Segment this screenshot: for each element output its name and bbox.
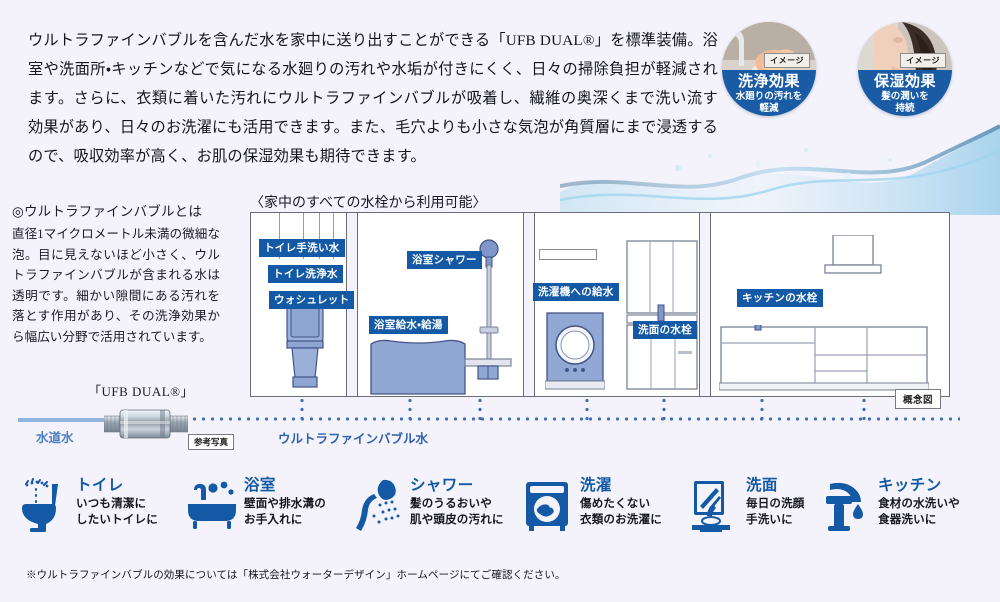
kitchen-counter-fixture [718, 315, 930, 391]
label-washer-supply: 洗濯機への給水 [533, 283, 619, 301]
showerhead-icon [352, 478, 404, 534]
use-case-title: 浴室 [244, 477, 276, 494]
use-case-line1: いつも清潔に [76, 498, 147, 510]
ufb-dual-device-photo [103, 404, 189, 444]
use-case-line2: 食器洗いに [878, 514, 937, 526]
use-case-text: 洗濯 傷めたくない 衣類のお洗濯に [580, 476, 662, 528]
ceiling-pipe [303, 213, 304, 259]
label-toilet-flush: トイレ洗浄水 [268, 265, 343, 283]
use-case-line1: 壁面や排水溝の [244, 498, 326, 510]
badge-sub-line2: 軽減 [759, 102, 779, 114]
footnote: ※ウルトラファインバブルの効果については「株式会社ウォーターデザイン」ホームペー… [26, 570, 566, 581]
badge-title: 洗浄効果 [737, 73, 800, 90]
reference-photo-tag: 参考写真 [188, 434, 235, 450]
badge-sub-line1: 水廻りの汚れを [735, 91, 803, 102]
label-toilet-handwash: トイレ手洗い水 [259, 239, 345, 257]
use-case-shower: シャワー 髪のうるおいや 肌や頭皮の汚れに [352, 474, 522, 550]
use-case-line1: 毎日の洗顔 [746, 498, 805, 510]
washbasin-icon [688, 478, 740, 534]
label-vanity-faucet: 洗面の水栓 [633, 321, 697, 339]
use-case-row: トイレ いつも清潔に したいトイレに 浴室 壁面や排水溝の お手入れに [0, 474, 1000, 554]
shower-column-fixture [463, 239, 513, 391]
ufb-branch-line [408, 396, 412, 420]
ceiling-pipe [279, 213, 280, 259]
badge-caption: 洗浄効果 水廻りの汚れを 軽減 [722, 70, 816, 116]
concept-diagram-tag: 概念図 [894, 389, 941, 409]
definition-heading: ◎ウルトラファインバブルとは [12, 204, 203, 219]
room-divider [699, 213, 711, 396]
image-disclaimer-tag: イメージ [900, 53, 946, 68]
definition-body: 直径1マイクロメートル未満の微細な泡。目に見えないほど小さく、ウルトラファインバ… [12, 227, 220, 344]
badge-sub-line1: 髪の潤いを [881, 91, 929, 102]
diagram-title: 〈家中のすべての水栓から利用可能〉 [250, 196, 487, 211]
badge-sub-line2: 持続 [895, 102, 915, 114]
ufb-branch-line [862, 396, 866, 420]
label-bath-shower: 浴室シャワー [407, 251, 482, 269]
use-case-line1: 傷めたくない [580, 498, 651, 510]
washing-machine-fixture [544, 311, 606, 391]
house-cross-section-diagram: トイレ手洗い水 トイレ洗浄水 ウォシュレット 浴室シャワー 浴室給水・給湯 [250, 212, 950, 409]
badge-title: 保湿効果 [873, 73, 936, 90]
ufb-branch-line [760, 396, 764, 420]
use-case-line2: 衣類のお洗濯に [580, 514, 662, 526]
use-case-line2: 手洗いに [746, 514, 793, 526]
use-case-text: キッチン 食材の水洗いや 食器洗いに [878, 476, 960, 528]
use-case-title: トイレ [76, 477, 124, 494]
use-case-text: 浴室 壁面や排水溝の お手入れに [244, 476, 326, 528]
ufb-branch-line [478, 396, 482, 420]
use-case-title: キッチン [878, 477, 942, 494]
tap-water-label: 水道水 [36, 431, 74, 445]
use-case-line1: 髪のうるおいや [410, 498, 492, 510]
label-washlet: ウォシュレット [269, 291, 355, 309]
badge-caption: 保湿効果 髪の潤いを 持続 [858, 70, 952, 116]
use-case-text: 洗面 毎日の洗顔 手洗いに [746, 476, 805, 528]
bathtub-icon [186, 478, 238, 534]
intro-paragraph: ウルトラファインバブルを含んだ水を家中に送り出すことができる「UFB DUAL®… [28, 32, 719, 165]
ufb-definition-block: ◎ウルトラファインバブルとは 直径1マイクロメートル未満の微細な泡。目に見えない… [12, 200, 220, 347]
ufb-branch-line [662, 396, 666, 420]
ufb-water-main-line [190, 417, 960, 421]
tap-water-pipe [18, 418, 108, 422]
image-disclaimer-tag: イメージ [764, 53, 810, 68]
wall-shelf [539, 249, 597, 260]
room-divider [523, 213, 535, 396]
kitchen-faucet-icon [820, 478, 872, 534]
use-case-laundry: 洗濯 傷めたくない 衣類のお洗濯に [522, 474, 692, 550]
device-name-label: 「UFB DUAL®」 [88, 384, 195, 399]
ufb-branch-line [300, 396, 304, 420]
badge-moisturizing-effect: イメージ 保湿効果 髪の潤いを 持続 [858, 22, 952, 116]
label-bath-supply: 浴室給水・給湯 [369, 316, 448, 334]
ufb-branch-line [585, 396, 589, 420]
badge-cleaning-effect: イメージ 洗浄効果 水廻りの汚れを 軽減 [722, 22, 816, 116]
use-case-text: シャワー 髪のうるおいや 肌や頭皮の汚れに [410, 476, 504, 528]
bathtub-fixture [369, 338, 467, 396]
washing-machine-icon [522, 478, 574, 534]
use-case-title: 洗濯 [580, 477, 612, 494]
label-kitchen-faucet: キッチンの水栓 [737, 289, 823, 307]
use-case-line2: お手入れに [244, 514, 303, 526]
use-case-line2: したいトイレに [76, 514, 158, 526]
ufb-water-label: ウルトラファインバブル水 [278, 432, 429, 446]
use-case-kitchen: キッチン 食材の水洗いや 食器洗いに [820, 474, 990, 550]
use-case-line2: 肌や頭皮の汚れに [410, 514, 504, 526]
use-case-text: トイレ いつも清潔に したいトイレに [76, 476, 158, 528]
vanity-fixture [625, 239, 699, 391]
use-case-toilet: トイレ いつも清潔に したいトイレに [18, 474, 188, 550]
ceiling-pipe [333, 213, 334, 259]
range-hood-fixture [823, 234, 883, 279]
use-case-washbasin: 洗面 毎日の洗顔 手洗いに [688, 474, 858, 550]
use-case-title: シャワー [410, 477, 474, 494]
use-case-bathroom: 浴室 壁面や排水溝の お手入れに [186, 474, 356, 550]
toilet-icon [18, 478, 70, 534]
use-case-title: 洗面 [746, 477, 778, 494]
use-case-line1: 食材の水洗いや [878, 498, 960, 510]
ceiling-pipe [319, 213, 320, 259]
